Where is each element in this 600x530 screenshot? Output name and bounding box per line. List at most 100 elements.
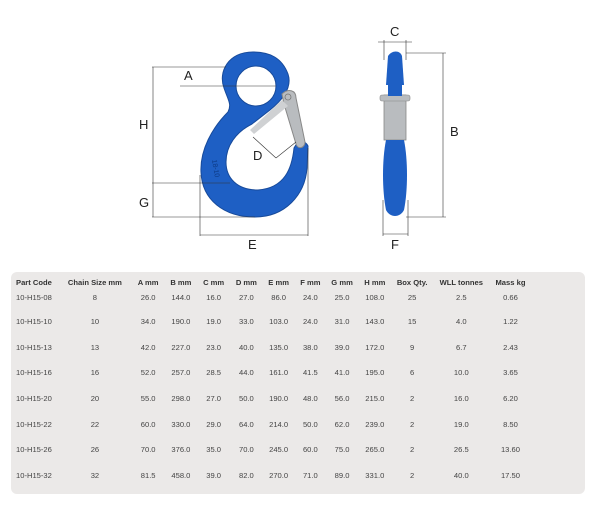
table-cell: 10-H15-16 <box>16 368 52 378</box>
table-cell: 108.0 <box>365 293 385 302</box>
table-cell: 17.50 <box>500 470 520 480</box>
table-cell: 3.65 <box>503 368 518 378</box>
table-cell: 24.0 <box>302 293 318 302</box>
table-cell: 257.0 <box>171 368 191 378</box>
table-cell: 190.0 <box>171 317 191 327</box>
table-cell: 16.0 <box>206 293 222 302</box>
table-cell: 10 <box>90 317 100 327</box>
latch-shadow <box>250 100 288 134</box>
table-cell: 10-H15-26 <box>16 445 52 455</box>
table-cell: 2 <box>410 470 415 480</box>
table-cell: 270.0 <box>269 470 289 480</box>
table-cell: 6 <box>410 368 415 378</box>
table-cell: 143.0 <box>365 317 385 327</box>
column-header: G mm <box>331 277 353 287</box>
table-cell: 22 <box>90 419 100 429</box>
table-cell: 75.0 <box>334 445 350 455</box>
column-header: D mm <box>235 277 257 287</box>
table-cell: 41.5 <box>302 368 318 378</box>
table-cell: 6.7 <box>456 342 467 352</box>
table-cell: 8 <box>92 293 98 302</box>
table-cell: 50.0 <box>239 394 254 404</box>
table-cell: 0.66 <box>503 293 518 302</box>
dim-label-c: C <box>390 24 399 39</box>
column-header: Box Qty. <box>396 277 428 287</box>
table-cell: 376.0 <box>171 445 191 455</box>
column-header: A mm <box>137 277 159 287</box>
table-cell: 52.0 <box>140 368 156 378</box>
table-cell: 245.0 <box>269 445 289 455</box>
table-cell: 23.0 <box>206 342 222 352</box>
hook-marking: 18-10 <box>210 159 220 178</box>
table-cell: 41.0 <box>334 368 350 378</box>
table-cell: 265.0 <box>365 445 385 455</box>
table-cell: 44.0 <box>239 368 254 378</box>
table-cell: 19.0 <box>453 419 469 429</box>
table-cell: 15 <box>407 317 417 327</box>
table-cell: 48.0 <box>302 394 318 404</box>
table-cell: 71.0 <box>302 470 318 480</box>
table-cell: 13 <box>90 342 100 352</box>
table-cell: 19.0 <box>206 317 222 327</box>
table-cell: 26 <box>90 445 100 455</box>
table-cell: 10-H15-32 <box>16 470 52 480</box>
column-header: WLL tonnes <box>439 277 483 287</box>
table-cell: 39.0 <box>334 342 350 352</box>
table-cell: 9 <box>410 342 415 352</box>
table-cell: 6.20 <box>503 394 518 404</box>
table-cell: 2 <box>410 394 415 404</box>
table-cell: 34.0 <box>140 317 156 327</box>
table-cell: 298.0 <box>171 394 191 404</box>
column-header: F mm <box>300 277 321 287</box>
table-cell: 2 <box>410 445 415 455</box>
table-cell: 2.43 <box>503 342 518 352</box>
table-cell: 10-H15-08 <box>16 293 52 302</box>
dim-label-a: A <box>184 68 193 83</box>
table-cell: 64.0 <box>239 419 254 429</box>
table-cell: 144.0 <box>171 293 191 302</box>
table-cell: 330.0 <box>171 419 191 429</box>
table-cell: 86.0 <box>271 293 287 302</box>
table-cell: 50.0 <box>302 419 318 429</box>
table-cell: 103.0 <box>269 317 289 327</box>
table-cell: 29.0 <box>206 419 222 429</box>
table-cell: 55.0 <box>140 394 156 404</box>
table-cell: 27.0 <box>239 293 254 302</box>
table-cell: 10-H15-22 <box>16 419 52 429</box>
table-cell: 10-H15-10 <box>16 317 52 327</box>
column-header: Mass kg <box>495 277 526 287</box>
table-cell: 31.0 <box>334 317 350 327</box>
table-cell: 26.0 <box>140 293 156 302</box>
table-cell: 16 <box>90 368 100 378</box>
column-header: B mm <box>170 277 192 287</box>
table-cell: 42.0 <box>140 342 156 352</box>
table-cell: 458.0 <box>171 470 191 480</box>
table-cell: 10.0 <box>453 368 469 378</box>
table-cell: 33.0 <box>239 317 254 327</box>
table-cell: 190.0 <box>269 394 289 404</box>
table-cell: 39.0 <box>206 470 222 480</box>
column-header: C mm <box>203 277 225 287</box>
latch-pin-icon <box>284 93 292 101</box>
table-cell: 195.0 <box>365 368 385 378</box>
hook-side-view <box>379 51 411 216</box>
table-cell: 38.0 <box>302 342 318 352</box>
table-cell: 227.0 <box>171 342 191 352</box>
table-cell: 26.5 <box>453 445 469 455</box>
table-cell: 40.0 <box>239 342 254 352</box>
table-cell: 60.0 <box>302 445 318 455</box>
dim-label-f: F <box>391 237 399 252</box>
hook-front-view: 18-10 <box>200 51 309 218</box>
table-cell: 2 <box>410 419 415 429</box>
table-cell: 27.0 <box>206 394 222 404</box>
table-cell: 214.0 <box>269 419 289 429</box>
eye-hook-diagram: 18-10 A B C D E F G H <box>139 24 459 252</box>
hook-body <box>200 51 309 218</box>
table-cell: 24.0 <box>302 317 318 327</box>
